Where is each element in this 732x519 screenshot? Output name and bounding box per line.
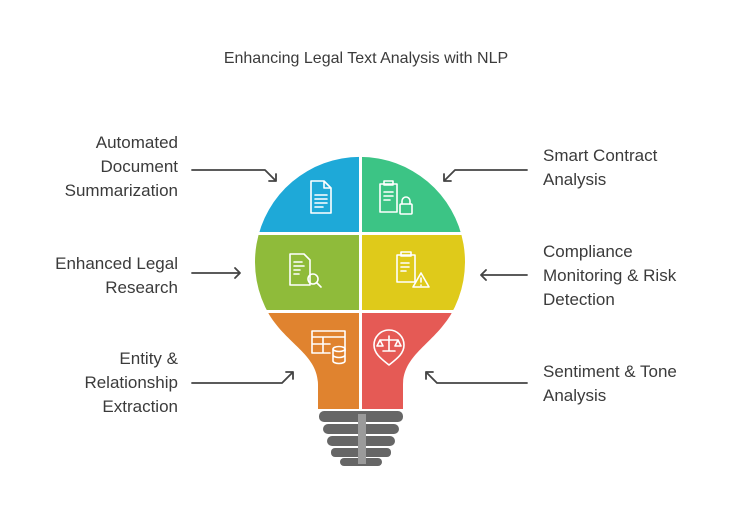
label-line: Analysis [543, 170, 607, 189]
segment-automated-summarization [254, 156, 359, 232]
label-line: Smart Contract [543, 146, 658, 165]
segment-sentiment [362, 313, 465, 409]
label-line: Research [105, 278, 178, 297]
arrow-compliance [480, 269, 528, 281]
clipboard-warning-icon [396, 251, 430, 288]
label-line: Compliance [543, 242, 633, 261]
table-database-icon [311, 330, 346, 365]
label-line: Summarization [64, 181, 178, 200]
label-line: Monitoring & Risk [543, 266, 677, 285]
label-line: Enhanced Legal [55, 254, 178, 273]
label-line: Detection [543, 290, 615, 309]
label-smart-contract: Smart Contract Analysis [543, 144, 657, 192]
label-line: Sentiment & Tone [543, 362, 677, 381]
clipboard-lock-icon [379, 180, 413, 215]
bulb-base [319, 411, 403, 466]
label-line: Document [100, 157, 178, 176]
label-automated-summarization: Automated Document Summarization [65, 131, 178, 203]
label-entity-extraction: Entity & Relationship Extraction [84, 347, 178, 419]
segment-compliance [362, 235, 465, 310]
label-sentiment: Sentiment & Tone Analysis [543, 360, 677, 408]
label-line: Analysis [543, 386, 607, 405]
label-legal-research: Enhanced Legal Research [55, 252, 178, 300]
scales-pin-icon [373, 329, 405, 366]
label-line: Entity & [119, 349, 178, 368]
label-compliance: Compliance Monitoring & Risk Detection [543, 240, 676, 312]
arrow-sentiment [425, 371, 528, 384]
diagram-title: Enhancing Legal Text Analysis with NLP [223, 50, 509, 67]
label-line: Automated [95, 133, 178, 152]
arrow-entity-extraction [191, 371, 294, 384]
label-line: Extraction [102, 397, 178, 416]
arrow-smart-contract [443, 169, 528, 182]
document-icon [310, 180, 332, 214]
label-line: Relationship [84, 373, 178, 392]
arrow-legal-research [191, 267, 241, 279]
segment-legal-research [254, 235, 359, 310]
arrow-automated-summarization [191, 169, 277, 182]
document-search-icon [289, 253, 322, 288]
